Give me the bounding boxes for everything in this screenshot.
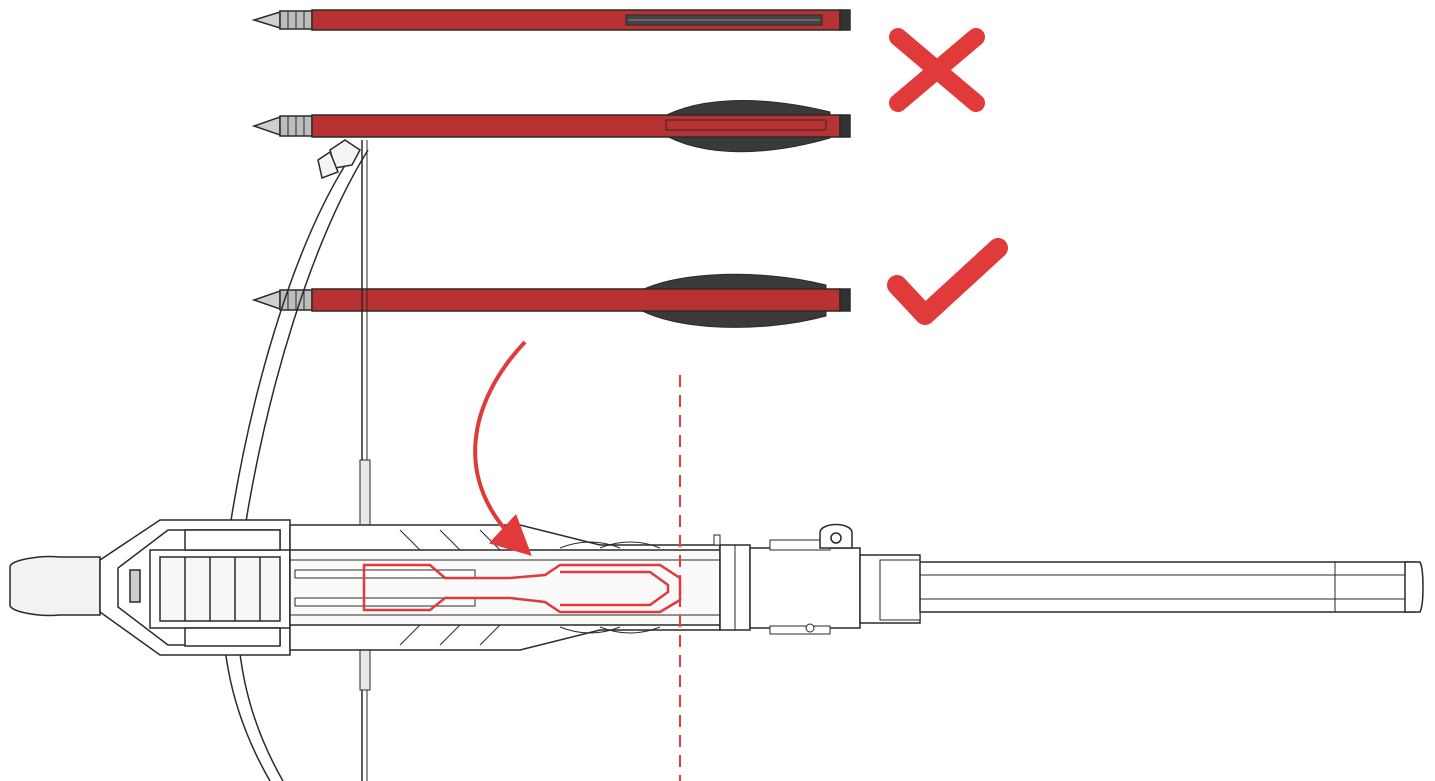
bolt-tip (251, 10, 281, 30)
front-pins (129, 569, 141, 603)
bolt-without-vanes (251, 9, 851, 31)
bolt-nock (839, 288, 851, 312)
bolt-shaft (311, 114, 841, 138)
cross-mark-icon (889, 28, 985, 112)
bolt-with-centered-vanes (251, 273, 851, 328)
butt-cap (1404, 561, 1424, 613)
bolt-nock (839, 9, 851, 31)
bolt-nock (839, 114, 851, 138)
safety-pivot (830, 532, 842, 544)
trigger-block (749, 547, 861, 629)
stock-tube (919, 561, 1416, 613)
bolt-with-offset-vanes (251, 100, 851, 153)
bow-string (359, 140, 371, 781)
crossbow-limbs (221, 139, 369, 781)
bolt-tip (251, 115, 281, 137)
bolt-shaft (311, 288, 841, 312)
front-stirrup (9, 555, 101, 617)
curved-arrow-icon (473, 340, 532, 556)
crossbow-body (9, 519, 1424, 656)
bolt-tip (251, 289, 281, 311)
check-mark-icon (887, 238, 1008, 325)
